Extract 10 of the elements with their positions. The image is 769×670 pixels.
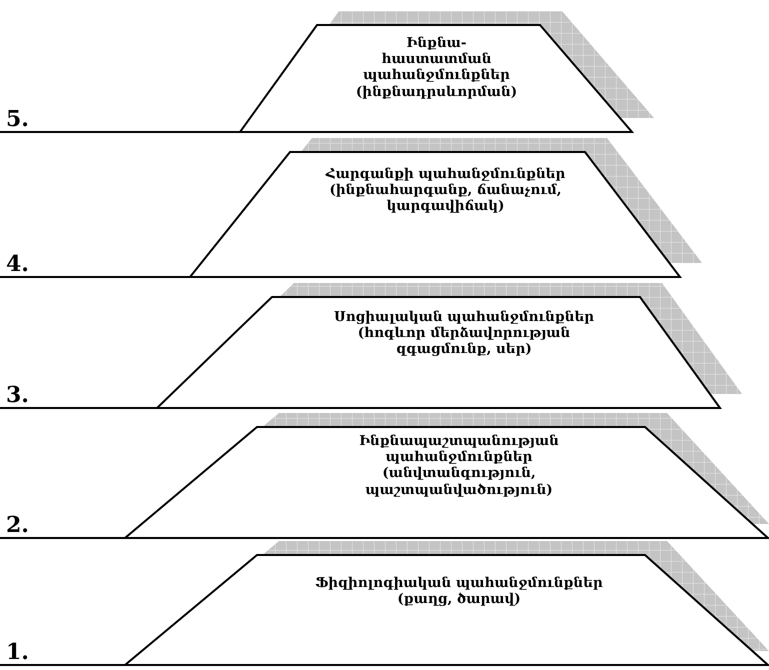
level-number: 5.: [6, 108, 29, 130]
level-text: Ինքնապաշտպանության պահանջմունքներ (անվտանգություն, պաշտպանվածություն): [358, 433, 560, 498]
level-number: 3.: [6, 384, 29, 406]
level-text: Ֆիզիոլոգիական պահանջմունքներ (քաղց, ծարավ): [314, 575, 604, 608]
level-number: 1.: [6, 641, 29, 663]
level-number: 2.: [6, 514, 29, 536]
level-text: Հարգանքի պահանջմունքներ (ինքնահարգանք, ճանաչում, կարգավիճակ): [324, 166, 566, 215]
level-number: 4.: [6, 253, 29, 275]
level-text: Սոցիալական պահանջմունքներ (հոգևոր մերձավորության զգացմունք, սեր): [332, 309, 596, 358]
level-text: Ինքնա- հաստատման պահանջմունքներ (ինքնադրսևորման): [354, 35, 518, 100]
